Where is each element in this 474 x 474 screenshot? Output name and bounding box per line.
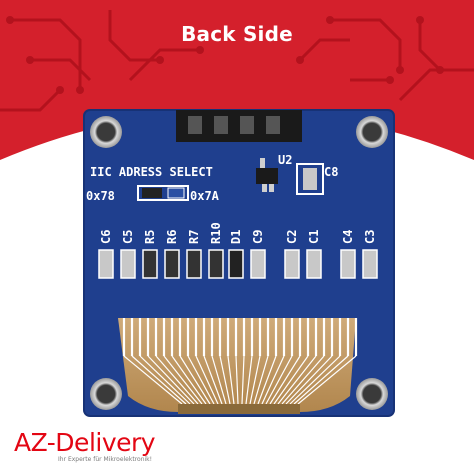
- banner-title: Back Side: [181, 22, 293, 46]
- component-label-r7: R7: [187, 230, 201, 244]
- u2-chip: [256, 168, 278, 184]
- c8-label: C8: [324, 165, 338, 179]
- mounting-hole-icon: [356, 116, 388, 148]
- header-label: IIC ADRESS SELECT: [90, 165, 213, 179]
- mounting-hole-icon: [90, 378, 122, 410]
- component-label-c1: C1: [307, 230, 321, 244]
- c8-capacitor: [303, 168, 317, 190]
- u2-label: U2: [278, 153, 292, 167]
- component-label-r5: R5: [143, 230, 157, 244]
- az-delivery-logo-icon: AZ-Delivery: [14, 428, 156, 457]
- component-label-c2: C2: [285, 230, 299, 244]
- component-label-c9: C9: [251, 230, 265, 244]
- smd-component-row: [98, 249, 378, 279]
- component-label-d1: D1: [229, 230, 243, 244]
- component-label-r6: R6: [165, 230, 179, 244]
- address-resistor: [142, 188, 162, 198]
- mounting-hole-icon: [356, 378, 388, 410]
- flex-cable: [118, 318, 358, 414]
- component-label-c4: C4: [341, 230, 355, 244]
- address-right-label: 0x7A: [190, 189, 220, 203]
- pin-header-icon: [176, 110, 302, 142]
- oled-pcb-board: IIC ADRESS SELECT 0x78 0x7A U2 C8 C6 C5 R5…: [83, 109, 395, 417]
- component-label-c5: C5: [121, 230, 135, 244]
- brand-tagline: Ihr Experte für Mikroelektronik!: [58, 456, 153, 463]
- component-labels: C6 C5 R5 R6 R7 R10 D1 C9 C2 C1 C4 C3: [99, 222, 377, 244]
- component-label-c3: C3: [363, 230, 377, 244]
- mounting-hole-icon: [90, 116, 122, 148]
- component-label-c6: C6: [99, 230, 113, 244]
- component-label-r10: R10: [209, 222, 223, 244]
- address-left-label: 0x78: [86, 189, 115, 203]
